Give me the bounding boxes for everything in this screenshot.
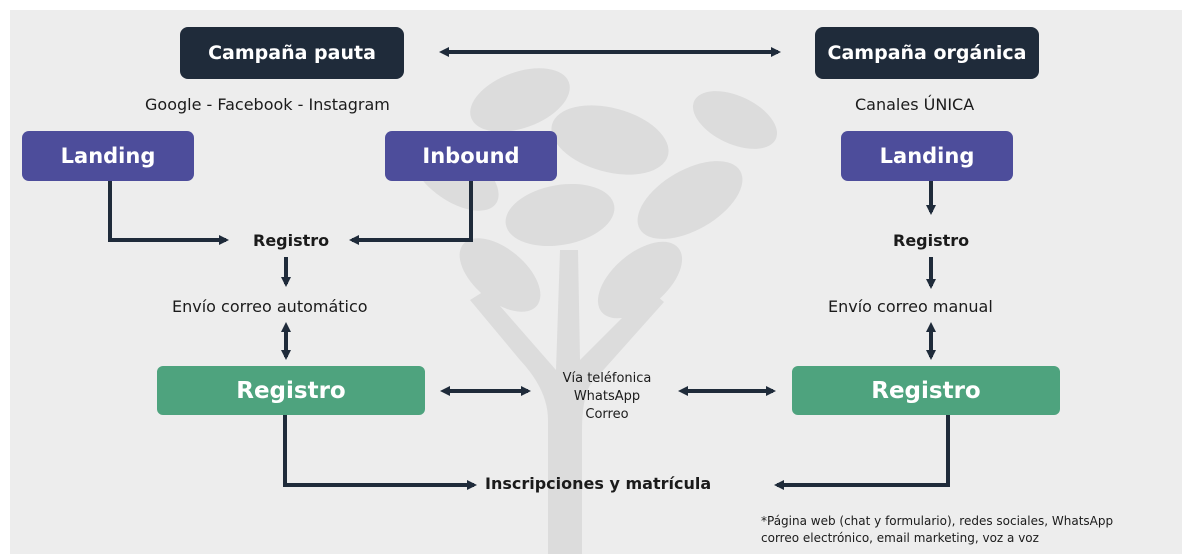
right-final-arrow: [774, 414, 950, 490]
left-email-step: Envío correo automático: [172, 297, 368, 316]
left-landing-box: Landing: [22, 131, 194, 181]
channel-email: Correo: [585, 407, 629, 422]
inbound-arrow: [349, 181, 473, 245]
contact-channels: Vía teléfonica WhatsApp Correo: [545, 370, 669, 424]
left-landing-arrow: [108, 181, 229, 245]
left-registro-label: Registro: [253, 231, 330, 250]
channel-phone: Vía teléfonica: [562, 371, 652, 386]
right-registro-label: Registro: [893, 231, 970, 250]
right-channels-label: Canales ÚNICA: [855, 95, 975, 114]
footnote-line-1: *Página web (chat y formulario), redes s…: [761, 514, 1114, 528]
left-registro-box: Registro: [157, 366, 425, 415]
footnote-line-2: correo electrónico, email marketing, voz…: [761, 531, 1039, 545]
left-final-arrow: [283, 414, 477, 490]
right-landing-box: Landing: [841, 131, 1013, 181]
left-channels-label: Google - Facebook - Instagram: [145, 95, 390, 114]
final-step-label: Inscripciones y matrícula: [485, 474, 712, 493]
diagram-background: [10, 10, 1182, 554]
right-registro-box: Registro: [792, 366, 1060, 415]
campaign-organica-box: Campaña orgánica: [815, 27, 1039, 79]
footnote: *Página web (chat y formulario), redes s…: [761, 513, 1113, 547]
inbound-box: Inbound: [385, 131, 557, 181]
right-email-step: Envío correo manual: [828, 297, 993, 316]
channel-whatsapp: WhatsApp: [573, 389, 641, 404]
campaign-pauta-box: Campaña pauta: [180, 27, 404, 79]
